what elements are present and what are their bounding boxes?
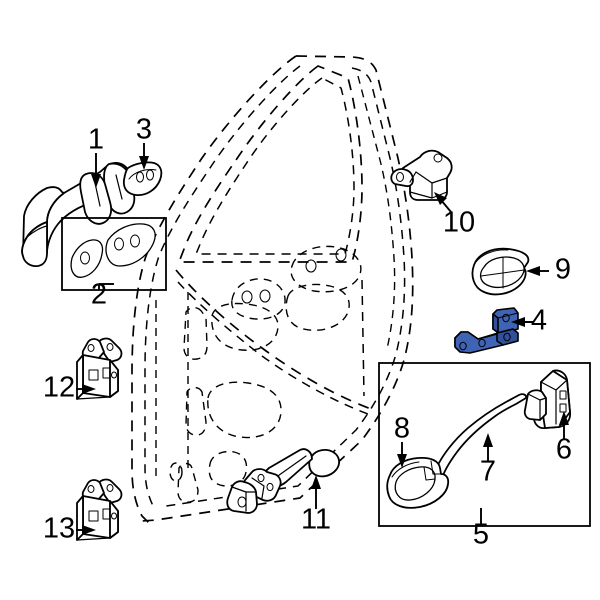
leader-lines — [76, 143, 569, 535]
group-box-lock-assembly[interactable] — [378, 362, 591, 527]
part-handle-end-cap[interactable] — [122, 161, 163, 196]
callout-1[interactable]: 1 — [88, 124, 104, 156]
callout-11[interactable]: 11 — [301, 504, 331, 536]
group-box-handle-gasket-set[interactable] — [61, 217, 167, 291]
callout-4[interactable]: 4 — [531, 305, 547, 337]
part-lower-hinge-bracket[interactable] — [76, 478, 123, 541]
callout-13[interactable]: 13 — [43, 513, 75, 545]
callout-10[interactable]: 10 — [443, 207, 475, 239]
callout-7[interactable]: 7 — [480, 456, 496, 488]
callout-6[interactable]: 6 — [556, 434, 572, 466]
part-door-check-strap[interactable] — [226, 448, 340, 514]
part-upper-hinge-bracket[interactable] — [76, 337, 123, 400]
part-upper-door-hinge[interactable] — [390, 149, 453, 201]
callout-2[interactable]: 2 — [91, 279, 107, 311]
door-panel-outline — [131, 55, 414, 525]
part-door-lock-actuator[interactable] — [523, 369, 572, 430]
callout-3[interactable]: 3 — [136, 114, 152, 146]
callout-5[interactable]: 5 — [473, 519, 489, 551]
part-handle-bracket-highlighted[interactable] — [454, 307, 519, 354]
part-handle-bezel[interactable] — [471, 247, 530, 296]
callout-numbers: 1 2 3 4 5 6 7 8 9 10 11 12 13 — [43, 114, 572, 551]
callout-8[interactable]: 8 — [394, 413, 410, 445]
part-lock-cylinder-cover[interactable] — [386, 456, 450, 509]
callout-12[interactable]: 12 — [43, 372, 75, 404]
callout-9[interactable]: 9 — [555, 254, 571, 286]
